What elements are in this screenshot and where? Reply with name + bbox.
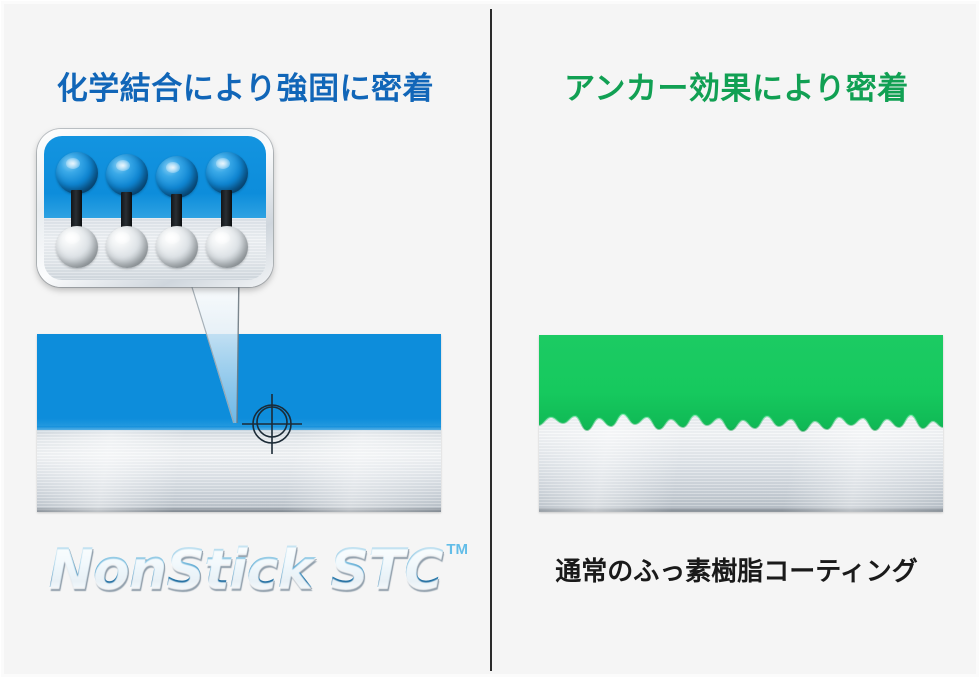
substrate-sphere-icon: [56, 226, 98, 268]
trademark-symbol: TM: [446, 541, 468, 558]
right-panel: アンカー効果により密着: [492, 1, 979, 677]
left-coating-layer: [37, 334, 441, 430]
substrate-sphere-icon: [206, 226, 248, 268]
crosshair-target-icon: [236, 388, 308, 460]
molecule-bond-2: [106, 154, 156, 274]
chemical-bond-icon: [171, 194, 182, 236]
substrate-sphere-icon: [156, 226, 198, 268]
coating-sphere-icon: [106, 154, 148, 196]
callout-inner: [44, 136, 266, 280]
left-panel-heading: 化学結合により強固に密着: [56, 71, 435, 106]
chemical-bond-icon: [71, 190, 82, 236]
coating-sphere-icon: [156, 156, 198, 198]
coating-sphere-icon: [206, 152, 248, 194]
left-cross-section: [37, 334, 441, 512]
callout-pointer-cone: [151, 271, 281, 436]
left-panel: 化学結合により強固に密着: [1, 1, 490, 677]
nonstick-stc-logo: NonStick STC: [1, 537, 490, 600]
metal-base-shadow: [539, 508, 943, 512]
molecule-bond-4: [206, 152, 256, 272]
right-panel-heading: アンカー効果により密着: [564, 71, 909, 106]
left-coating-interface: [37, 426, 441, 433]
right-cross-section: [539, 335, 943, 512]
chemical-bond-icon: [221, 190, 232, 236]
coating-sphere-icon: [56, 152, 98, 194]
substrate-sphere-icon: [106, 226, 148, 268]
molecule-bond-3: [156, 156, 206, 276]
chemical-bond-icon: [121, 192, 132, 236]
right-coating-layer: [539, 335, 943, 445]
logo-text: NonStick STC: [48, 537, 443, 600]
left-metal-substrate: [37, 428, 441, 512]
magnified-callout-bubble: [37, 129, 273, 287]
molecule-bond-1: [56, 152, 106, 272]
metal-base-shadow: [37, 508, 441, 512]
right-panel-caption: 通常のふっ素樹脂コーティング: [555, 556, 918, 586]
panel-divider: [490, 9, 492, 671]
